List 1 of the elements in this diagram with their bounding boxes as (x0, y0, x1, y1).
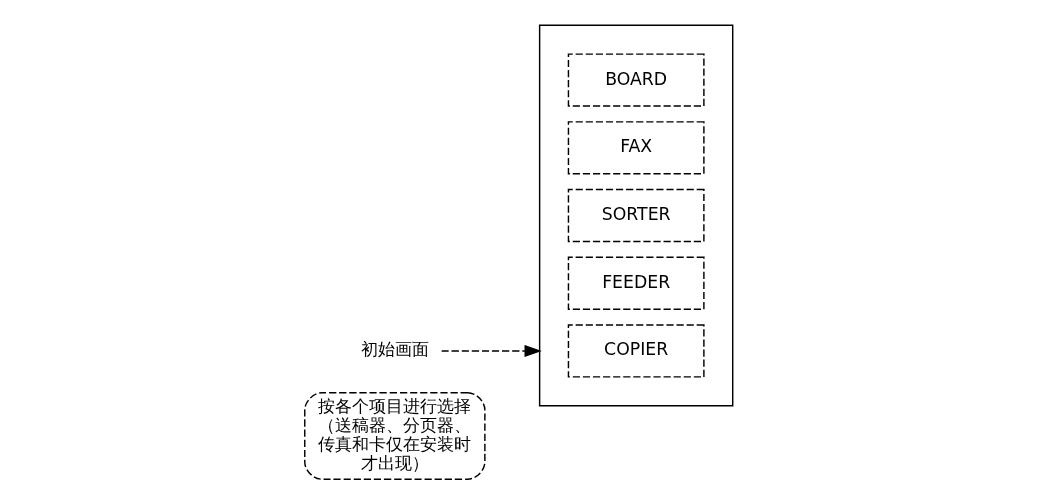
node-text: 初始画面 (360, 339, 429, 360)
